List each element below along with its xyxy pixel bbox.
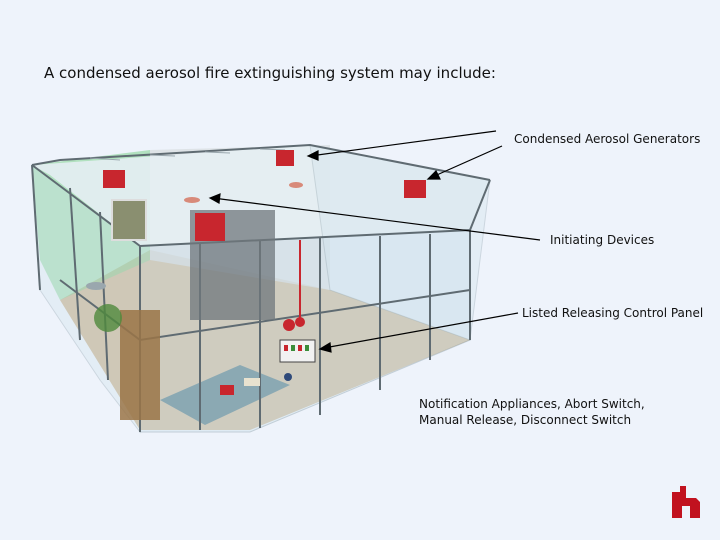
aerosol-generators	[103, 150, 426, 241]
brand-logo	[672, 486, 700, 518]
disconnect-switch	[284, 373, 292, 381]
floor-item	[244, 378, 260, 386]
callout-notification-appliances: Notification Appliances, Abort Switch, M…	[419, 396, 645, 428]
room-floor	[60, 250, 470, 430]
panel-indicators	[284, 345, 309, 351]
callout-notification-line2: Manual Release, Disconnect Switch	[419, 413, 632, 427]
abort-switch	[295, 317, 305, 327]
ceiling-grid	[89, 148, 286, 161]
floor-item	[220, 385, 234, 395]
slide-heading: A condensed aerosol fire extinguishing s…	[44, 64, 496, 82]
callout-initiating-devices: Initiating Devices	[550, 233, 655, 247]
callout-releasing-control-panel: Listed Releasing Control Panel	[522, 306, 704, 320]
callout-notification-line1: Notification Appliances, Abort Switch,	[419, 397, 645, 411]
plant	[94, 304, 122, 332]
initiating-devices	[86, 182, 303, 290]
callout-aerosol-generators: Condensed Aerosol Generators	[514, 132, 701, 146]
manual-release	[283, 319, 295, 331]
side-cabinet	[120, 310, 160, 420]
callout-arrows	[208, 130, 541, 353]
wall-picture	[111, 199, 147, 241]
